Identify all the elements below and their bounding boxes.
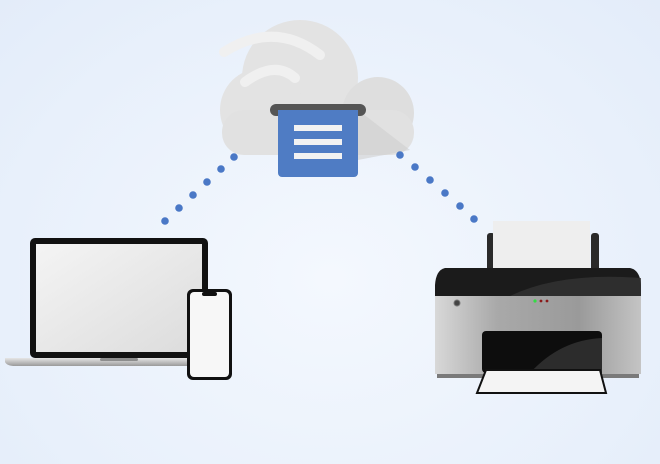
smartphone-icon — [187, 289, 232, 380]
laptop-icon — [5, 238, 230, 366]
status-led-red — [545, 299, 549, 303]
connection-dots-left — [161, 153, 238, 225]
status-led-red — [539, 299, 543, 303]
paper-tray — [475, 369, 608, 394]
cloud-print-icon — [219, 20, 414, 177]
power-button[interactable] — [453, 299, 461, 307]
connection-dots-right — [396, 151, 478, 223]
printer-icon — [435, 221, 641, 394]
signal-arc-inner-icon — [240, 65, 300, 87]
signal-arc-outer-icon — [219, 31, 325, 60]
status-led-green — [533, 299, 537, 303]
